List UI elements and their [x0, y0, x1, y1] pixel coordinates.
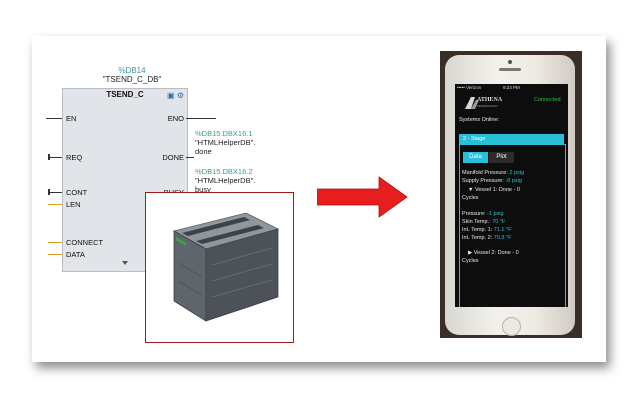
slide-card: %DB14 "TSEND_C_DB" TSEND_C ▣ ⚙ EN REQ CO…: [32, 36, 606, 362]
vessel-1-int-temp-1: Int. Temp. 1: 71.1 °F: [462, 227, 512, 233]
wire-done: [186, 157, 194, 158]
wire-len: [48, 204, 62, 205]
done-output-label: %DB15.DBX16.1 "HTMLHelperDB". done: [195, 129, 256, 156]
pin-en: EN: [66, 114, 77, 123]
pin-len: LEN: [66, 200, 81, 209]
pin-connect: CONNECT: [66, 238, 104, 247]
tab-data[interactable]: Data: [463, 152, 488, 163]
logo-subtext: TECHNOLOGY: [477, 104, 499, 108]
vessel-1-cycles: Cycles: [462, 195, 479, 201]
expand-triangle-icon[interactable]: [122, 261, 128, 265]
logo-text: ATHENA: [477, 97, 503, 103]
vessel-1-skin-temp: Skin Temp.: 70 °F: [462, 219, 506, 225]
athena-logo-icon: [465, 97, 479, 109]
plc-hardware-image: [145, 192, 294, 343]
plc-module-icon: [172, 212, 280, 322]
connection-status: Connected: [534, 97, 561, 103]
wire-req: [48, 157, 62, 158]
iphone-photo: ••••• Verizon 9:23 PM ATHENA TECHNOLOGY …: [440, 51, 582, 338]
wire-eno: [186, 118, 216, 119]
pin-data: DATA: [66, 250, 85, 259]
pin-done: DONE: [162, 153, 184, 162]
stage-label: 2 - Stage: [463, 135, 486, 142]
tab-plot[interactable]: Plot: [489, 152, 514, 163]
vessel-1-toggle[interactable]: ▼ Vessel 1: Done - 0: [468, 187, 520, 193]
vessel-2-toggle[interactable]: ▶ Vessel 2: Done - 0: [468, 250, 519, 256]
instance-db-name: "TSEND_C_DB": [102, 75, 162, 84]
pin-eno: ENO: [167, 114, 184, 123]
system-panel: [459, 144, 566, 307]
wire-stub: [48, 189, 50, 195]
status-bar: ••••• Verizon 9:23 PM: [455, 84, 568, 92]
home-button[interactable]: [502, 317, 521, 336]
wire-en: [46, 118, 62, 119]
speaker-icon: [499, 68, 521, 71]
block-icons: ▣ ⚙: [167, 91, 184, 100]
vessel-2-cycles: Cycles: [462, 258, 479, 264]
vessel-1-int-temp-2: Int. Temp. 2: 70.3 °F: [462, 235, 512, 241]
vessel-1-pressure: Pressure: -1 psig: [462, 211, 504, 217]
app-screen: ••••• Verizon 9:23 PM ATHENA TECHNOLOGY …: [455, 84, 568, 307]
supply-pressure: Supply Pressure: -8 psig: [462, 178, 522, 184]
manifold-pressure: Manifold Pressure: 2 psig: [462, 170, 525, 176]
pin-req: REQ: [66, 153, 83, 162]
busy-output-label: %DB15.DBX16.2 "HTMLHelperDB". busy: [195, 167, 256, 194]
clock-text: 9:23 PM: [503, 85, 520, 90]
stage-selector[interactable]: 2 - Stage: [459, 134, 564, 144]
block-title: TSEND_C: [106, 90, 144, 99]
wire-data: [48, 254, 62, 255]
tsend-c-function-block[interactable]: TSEND_C ▣ ⚙ EN REQ CONT LEN CONNECT DATA…: [62, 88, 188, 272]
tia-block-diagram: %DB14 "TSEND_C_DB" TSEND_C ▣ ⚙ EN REQ CO…: [32, 36, 302, 362]
systems-online-heading: Systems Online:: [459, 117, 500, 123]
pin-cont: CONT: [66, 188, 88, 197]
front-camera-icon: [508, 60, 512, 64]
red-arrow-icon: [317, 176, 408, 218]
carrier-text: ••••• Verizon: [457, 85, 482, 90]
wire-cont: [48, 192, 62, 193]
wire-stub: [48, 154, 50, 160]
wire-connect: [48, 242, 62, 243]
instance-db-address: %DB14: [118, 66, 146, 75]
